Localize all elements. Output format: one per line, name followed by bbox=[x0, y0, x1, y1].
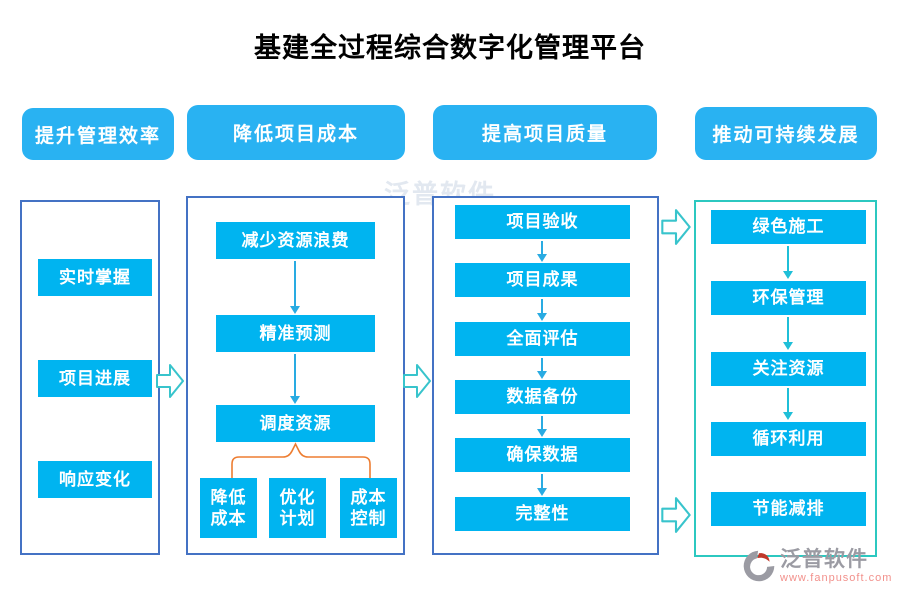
header-improve-quality: 提高项目质量 bbox=[433, 105, 657, 160]
flow-item: 实时掌握 bbox=[38, 259, 152, 296]
branch-connector bbox=[231, 442, 371, 478]
flow-item: 环保管理 bbox=[711, 281, 866, 315]
flow-item: 调度资源 bbox=[216, 405, 375, 442]
flow-item: 减少资源浪费 bbox=[216, 222, 375, 259]
down-arrow-icon bbox=[537, 358, 547, 379]
down-arrow-icon bbox=[290, 261, 300, 314]
brand-name: 泛普软件 bbox=[780, 548, 868, 571]
header-improve-efficiency: 提升管理效率 bbox=[22, 108, 174, 160]
down-arrow-icon bbox=[537, 416, 547, 437]
right-arrow-icon bbox=[156, 364, 184, 398]
brand-logo-icon bbox=[743, 550, 775, 582]
flow-item: 完整性 bbox=[455, 497, 630, 531]
flow-item: 项目进展 bbox=[38, 360, 152, 397]
down-arrow-icon bbox=[537, 474, 547, 496]
down-arrow-icon bbox=[290, 354, 300, 404]
down-arrow-icon bbox=[783, 246, 793, 279]
branch-item: 成本控制 bbox=[340, 478, 397, 538]
down-arrow-icon bbox=[537, 241, 547, 262]
page-title: 基建全过程综合数字化管理平台 bbox=[254, 33, 646, 63]
branch-item: 降低成本 bbox=[200, 478, 257, 538]
flow-item: 节能减排 bbox=[711, 492, 866, 526]
flow-item: 绿色施工 bbox=[711, 210, 866, 244]
flow-item: 项目成果 bbox=[455, 263, 630, 297]
flow-item: 数据备份 bbox=[455, 380, 630, 414]
flow-item: 项目验收 bbox=[455, 205, 630, 239]
right-arrow-icon bbox=[661, 209, 691, 245]
right-arrow-icon bbox=[661, 497, 691, 533]
header-reduce-cost: 降低项目成本 bbox=[187, 105, 405, 160]
down-arrow-icon bbox=[537, 299, 547, 321]
flow-item: 确保数据 bbox=[455, 438, 630, 472]
flow-item: 全面评估 bbox=[455, 322, 630, 356]
brand-logo: 泛普软件 www.fanpusoft.com bbox=[742, 549, 898, 584]
right-arrow-icon bbox=[403, 364, 431, 398]
flow-item: 响应变化 bbox=[38, 461, 152, 498]
flow-item: 精准预测 bbox=[216, 315, 375, 352]
flow-item: 关注资源 bbox=[711, 352, 866, 386]
header-sustainable-development: 推动可持续发展 bbox=[695, 107, 877, 160]
flow-item: 循环利用 bbox=[711, 422, 866, 456]
down-arrow-icon bbox=[783, 317, 793, 350]
down-arrow-icon bbox=[783, 388, 793, 420]
branch-item: 优化计划 bbox=[269, 478, 326, 538]
brand-url: www.fanpusoft.com bbox=[780, 572, 893, 584]
